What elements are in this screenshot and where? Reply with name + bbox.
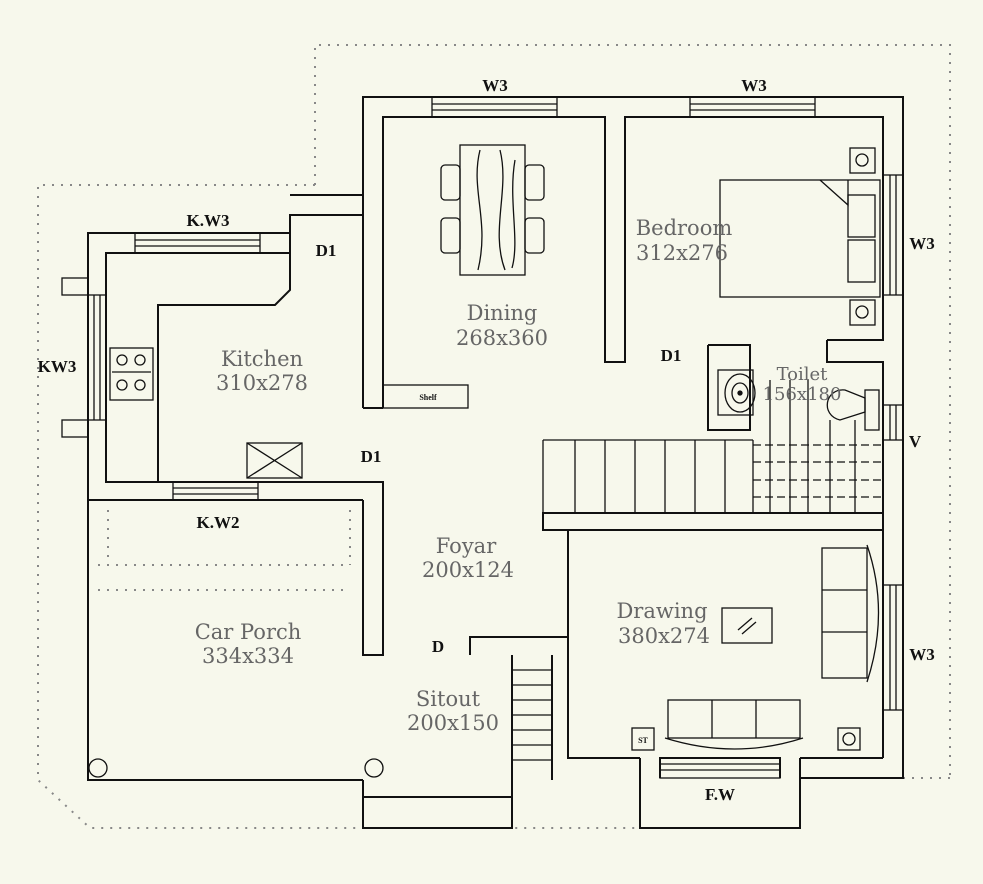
bedroom-name: Bedroom <box>636 216 733 240</box>
sofa-right <box>821 544 880 683</box>
kw3-top-label: K.W3 <box>187 211 230 230</box>
side-tables: ST <box>631 727 861 751</box>
toilet-name: Toilet <box>777 364 829 385</box>
d1-foyar-label: D1 <box>361 447 382 466</box>
dining-name: Dining <box>467 301 538 325</box>
shelf-label: Shelf <box>419 393 437 402</box>
d1-kitchen-label: D1 <box>316 241 337 260</box>
pillars <box>88 758 384 778</box>
w3-bedroom-top-label: W3 <box>741 76 767 95</box>
windows <box>61 96 904 779</box>
d1-bedroom-label: D1 <box>661 346 682 365</box>
foyar-name: Foyar <box>436 534 497 558</box>
dining-size: 268x360 <box>456 326 548 350</box>
site-boundary <box>37 44 951 829</box>
kw3-left-label: KW3 <box>38 357 77 376</box>
kw2-label: K.W2 <box>197 513 240 532</box>
d-main-label: D <box>432 637 444 656</box>
car-porch-size: 334x334 <box>202 644 294 668</box>
kitchen-size: 310x278 <box>216 371 308 395</box>
toilet-fixtures <box>717 369 880 431</box>
toilet-size: 156x180 <box>763 384 842 405</box>
sitout-steps <box>512 669 552 761</box>
foyar-size: 200x124 <box>422 558 514 582</box>
sitout-size: 200x150 <box>407 711 499 735</box>
car-porch-name: Car Porch <box>195 620 302 644</box>
sofa-bottom <box>664 699 804 750</box>
bedroom-size: 312x276 <box>636 241 728 265</box>
w3-drawing-label: W3 <box>909 645 935 664</box>
drawing-size: 380x274 <box>618 624 710 648</box>
sitout-name: Sitout <box>416 687 481 711</box>
v-label: V <box>909 432 922 451</box>
staircase <box>542 380 883 513</box>
duct <box>246 442 303 479</box>
stove <box>109 347 154 401</box>
kitchen-name: Kitchen <box>221 347 303 371</box>
w3-dining-label: W3 <box>482 76 508 95</box>
drawing-name: Drawing <box>616 599 707 623</box>
opening-labels: W3 W3 W3 W3 K.W3 KW3 K.W2 D1 D1 D1 D V F… <box>38 76 935 804</box>
room-labels: Dining 268x360 Bedroom 312x276 Kitchen 3… <box>195 216 842 735</box>
fw-label: F.W <box>705 785 735 804</box>
st-label: ST <box>638 736 648 745</box>
dining-table <box>440 144 545 276</box>
tv-table <box>721 607 773 644</box>
w3-bedroom-right-label: W3 <box>909 234 935 253</box>
shelf: Shelf <box>382 384 469 409</box>
bed <box>719 147 881 326</box>
